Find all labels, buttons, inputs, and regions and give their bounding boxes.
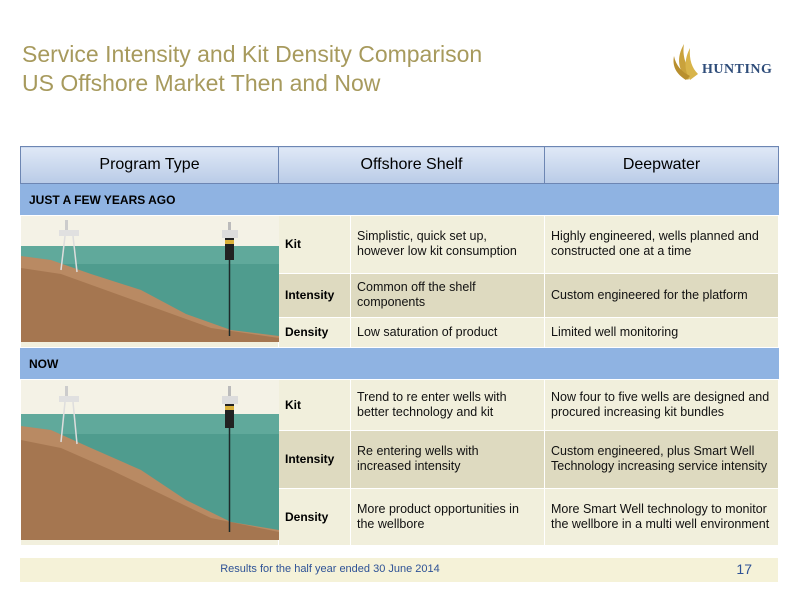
cell-deepwater-intensity: Custom engineered, plus Smart Well Techn… bbox=[544, 429, 780, 490]
slide-footer: Results for the half year ended 30 June … bbox=[20, 558, 778, 582]
cell-shelf-intensity: Re entering wells with increased intensi… bbox=[349, 429, 546, 490]
cell-deepwater-kit: Highly engineered, wells planned and con… bbox=[544, 215, 780, 274]
title-line-2: US Offshore Market Then and Now bbox=[22, 70, 381, 96]
cell-deepwater-kit: Now four to five wells are designed and … bbox=[544, 379, 780, 431]
section-row-now: NOW bbox=[19, 347, 780, 380]
cell-deepwater-density: Limited well monitoring bbox=[544, 316, 780, 349]
offshore-rigs-image bbox=[21, 380, 279, 540]
hunting-logo: HUNTING bbox=[668, 40, 784, 84]
table-row: Kit Trend to re enter wells with better … bbox=[20, 379, 780, 546]
footer-caption: Results for the half year ended 30 June … bbox=[220, 563, 440, 575]
row-label-kit: Kit bbox=[278, 379, 351, 431]
cell-shelf-intensity: Common off the shelf components bbox=[349, 272, 546, 318]
table-row: Kit Simplistic, quick set up, however lo… bbox=[20, 215, 780, 348]
section-row-past: JUST A FEW YEARS AGO bbox=[19, 183, 780, 216]
title-line-1: Service Intensity and Kit Density Compar… bbox=[22, 41, 483, 67]
row-label-density: Density bbox=[278, 488, 351, 546]
header-offshore-shelf: Offshore Shelf bbox=[277, 146, 546, 184]
row-label-intensity: Intensity bbox=[278, 429, 351, 490]
table-row: Density More product opportunities in th… bbox=[21, 488, 780, 546]
offshore-illustration-past bbox=[20, 215, 279, 348]
wing-emblem-icon bbox=[673, 44, 698, 80]
row-label-intensity: Intensity bbox=[278, 272, 351, 318]
cell-deepwater-intensity: Custom engineered for the platform bbox=[544, 272, 780, 318]
comparison-table: Program Type Offshore Shelf Deepwater JU… bbox=[19, 146, 780, 546]
section-title-now: NOW bbox=[19, 347, 780, 380]
table-row: Density Low saturation of product Limite… bbox=[21, 316, 780, 349]
header-program-type: Program Type bbox=[20, 146, 279, 184]
cell-shelf-density: More product opportunities in the wellbo… bbox=[349, 488, 546, 546]
section-title-past: JUST A FEW YEARS AGO bbox=[19, 183, 780, 216]
header-deepwater: Deepwater bbox=[544, 146, 780, 184]
offshore-rigs-image bbox=[21, 216, 279, 342]
cell-shelf-density: Low saturation of product bbox=[349, 316, 546, 349]
offshore-illustration-now bbox=[20, 379, 279, 546]
row-label-density: Density bbox=[278, 316, 351, 349]
row-label-kit: Kit bbox=[278, 215, 351, 274]
cell-shelf-kit: Simplistic, quick set up, however low ki… bbox=[349, 215, 546, 274]
table-header-row: Program Type Offshore Shelf Deepwater bbox=[20, 146, 780, 184]
table-row: Intensity Common off the shelf component… bbox=[21, 272, 780, 318]
page-number: 17 bbox=[736, 561, 752, 577]
table-row: Intensity Re entering wells with increas… bbox=[21, 429, 780, 490]
cell-deepwater-density: More Smart Well technology to monitor th… bbox=[544, 488, 780, 546]
slide-title: Service Intensity and Kit Density Compar… bbox=[22, 40, 482, 98]
logo-wordmark: HUNTING bbox=[702, 62, 773, 77]
cell-shelf-kit: Trend to re enter wells with better tech… bbox=[349, 379, 546, 431]
